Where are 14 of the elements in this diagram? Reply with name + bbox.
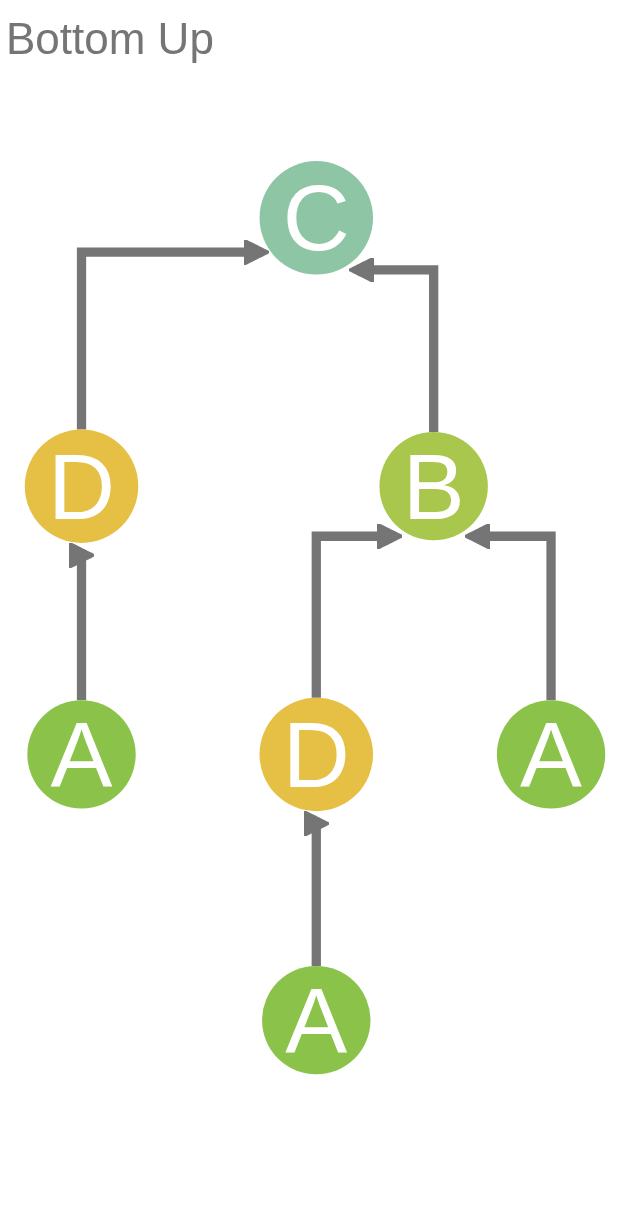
arrow bbox=[302, 809, 330, 966]
node-circle: C bbox=[259, 161, 374, 275]
arrow bbox=[311, 522, 404, 698]
node-circle: D bbox=[24, 429, 139, 543]
arrow bbox=[348, 256, 439, 432]
node-circle: A bbox=[262, 965, 371, 1075]
node-circle: D bbox=[259, 697, 374, 812]
arrow bbox=[76, 238, 270, 430]
node-circle: A bbox=[27, 700, 136, 809]
title: Bottom Up bbox=[6, 14, 215, 64]
arrow bbox=[463, 522, 556, 701]
arrow bbox=[67, 541, 96, 701]
node-circle: B bbox=[379, 431, 488, 541]
node-circle: A bbox=[496, 700, 606, 809]
